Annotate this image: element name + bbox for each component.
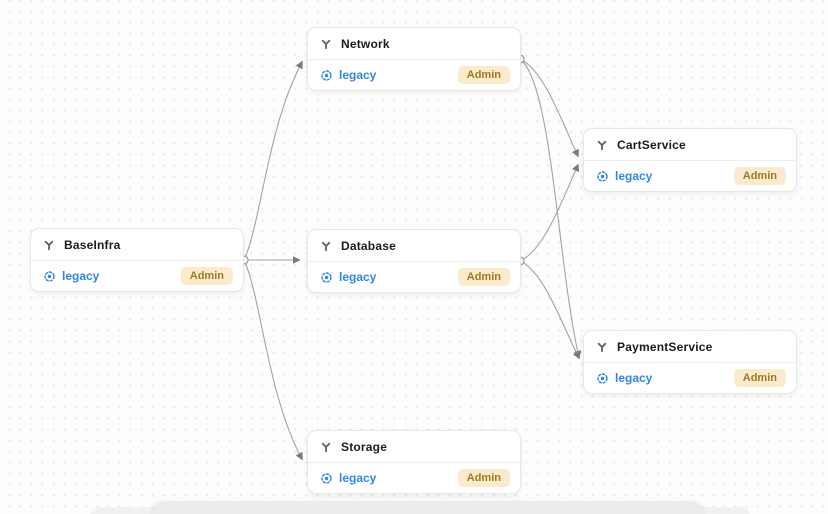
node-header: Storage <box>308 431 520 462</box>
space-link[interactable]: legacy <box>43 269 99 283</box>
node-header: PaymentService <box>584 331 796 362</box>
space-dashed-circle-icon <box>43 270 56 283</box>
stack-branch-icon <box>320 38 332 50</box>
space-dashed-circle-icon <box>320 472 333 485</box>
space-label: legacy <box>615 371 653 385</box>
role-badge: Admin <box>180 267 233 285</box>
role-badge: Admin <box>457 66 510 84</box>
stack-node-paymentservice[interactable]: PaymentService legacy Admin <box>583 330 797 394</box>
node-body: legacy Admin <box>308 462 520 493</box>
node-header: Database <box>308 230 520 261</box>
space-dashed-circle-icon <box>596 170 609 183</box>
space-label: legacy <box>62 269 100 283</box>
space-label: legacy <box>615 169 653 183</box>
stack-node-database[interactable]: Database legacy Admin <box>307 229 521 293</box>
space-label: legacy <box>339 68 377 82</box>
stack-branch-icon <box>43 239 55 251</box>
node-header: Network <box>308 28 520 59</box>
space-link[interactable]: legacy <box>596 371 652 385</box>
edge-database-cartservice <box>519 163 579 262</box>
bottom-panel-edge <box>150 501 705 514</box>
stack-branch-icon <box>596 139 608 151</box>
node-body: legacy Admin <box>31 260 243 291</box>
space-link[interactable]: legacy <box>320 270 376 284</box>
space-dashed-circle-icon <box>596 372 609 385</box>
edge-network-paymentservice <box>519 58 582 359</box>
node-title: BaseInfra <box>64 237 121 252</box>
space-link[interactable]: legacy <box>320 471 376 485</box>
node-body: legacy Admin <box>308 261 520 292</box>
node-title: Storage <box>341 439 388 454</box>
node-body: legacy Admin <box>584 160 796 191</box>
space-label: legacy <box>339 270 377 284</box>
stack-branch-icon <box>320 441 332 453</box>
role-badge: Admin <box>733 167 786 185</box>
stack-node-baseinfra[interactable]: BaseInfra legacy Admin <box>30 228 244 292</box>
stack-branch-icon <box>320 240 332 252</box>
stack-branch-icon <box>596 341 608 353</box>
node-header: BaseInfra <box>31 229 243 260</box>
node-title: CartService <box>617 137 686 152</box>
edge-network-cartservice <box>519 58 579 158</box>
space-label: legacy <box>339 471 377 485</box>
edge-baseinfra-network <box>243 60 303 261</box>
node-body: legacy Admin <box>584 362 796 393</box>
node-title: Database <box>341 238 396 253</box>
space-dashed-circle-icon <box>320 69 333 82</box>
stack-node-cartservice[interactable]: CartService legacy Admin <box>583 128 797 192</box>
stack-node-storage[interactable]: Storage legacy Admin <box>307 430 521 494</box>
node-body: legacy Admin <box>308 59 520 90</box>
space-link[interactable]: legacy <box>596 169 652 183</box>
role-badge: Admin <box>733 369 786 387</box>
node-title: PaymentService <box>617 339 713 354</box>
role-badge: Admin <box>457 469 510 487</box>
stack-node-network[interactable]: Network legacy Admin <box>307 27 521 91</box>
space-link[interactable]: legacy <box>320 68 376 82</box>
edge-baseinfra-storage <box>243 259 303 461</box>
node-title: Network <box>341 36 390 51</box>
edge-database-paymentservice <box>519 260 580 360</box>
space-dashed-circle-icon <box>320 271 333 284</box>
node-header: CartService <box>584 129 796 160</box>
role-badge: Admin <box>457 268 510 286</box>
